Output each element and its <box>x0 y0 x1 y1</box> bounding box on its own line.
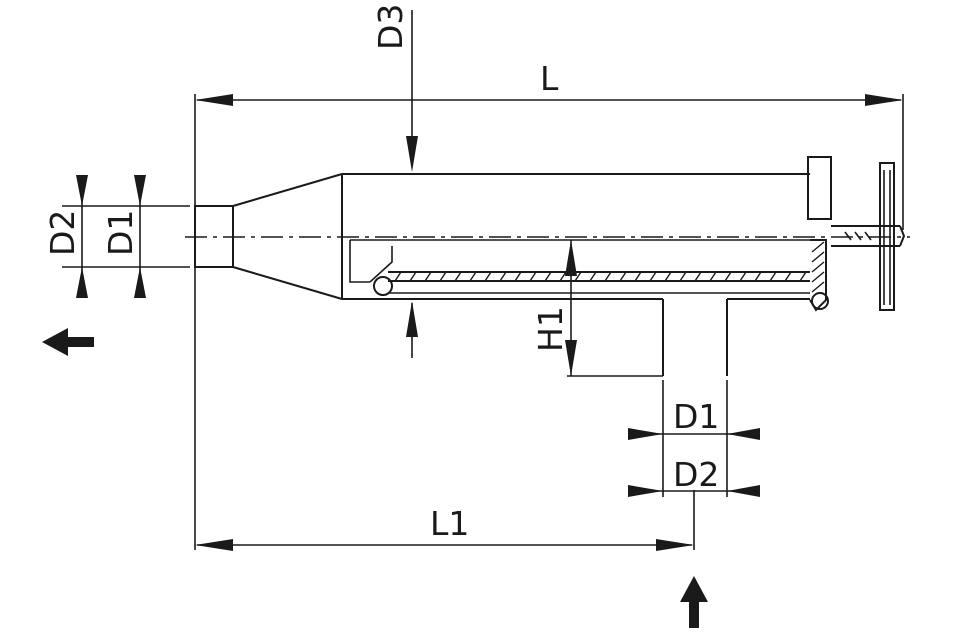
dimension-bottom-D: D1 D2 <box>628 380 760 497</box>
label-left-D1: D1 <box>101 210 140 256</box>
label-D3: D3 <box>371 4 410 50</box>
dimension-D3: D3 <box>371 4 418 358</box>
inlet-pipe <box>662 299 728 376</box>
filter-insert <box>369 246 810 296</box>
end-flange <box>807 156 832 312</box>
label-bottom-D2: D2 <box>673 455 719 494</box>
inner-end-left <box>349 240 370 283</box>
dimension-L: L <box>194 59 904 550</box>
label-bottom-D1: D1 <box>673 397 719 436</box>
reducer-cone <box>232 173 343 300</box>
label-L: L <box>540 59 559 98</box>
inflow-arrow <box>680 576 708 628</box>
outflow-arrow <box>42 328 94 356</box>
label-L1: L1 <box>430 504 469 543</box>
label-left-D2: D2 <box>43 210 82 256</box>
label-H1: H1 <box>531 306 570 352</box>
dimension-L1: L1 <box>195 490 695 551</box>
dimension-H1: H1 <box>531 240 663 377</box>
dimension-left-D: D2 D1 <box>43 175 190 298</box>
